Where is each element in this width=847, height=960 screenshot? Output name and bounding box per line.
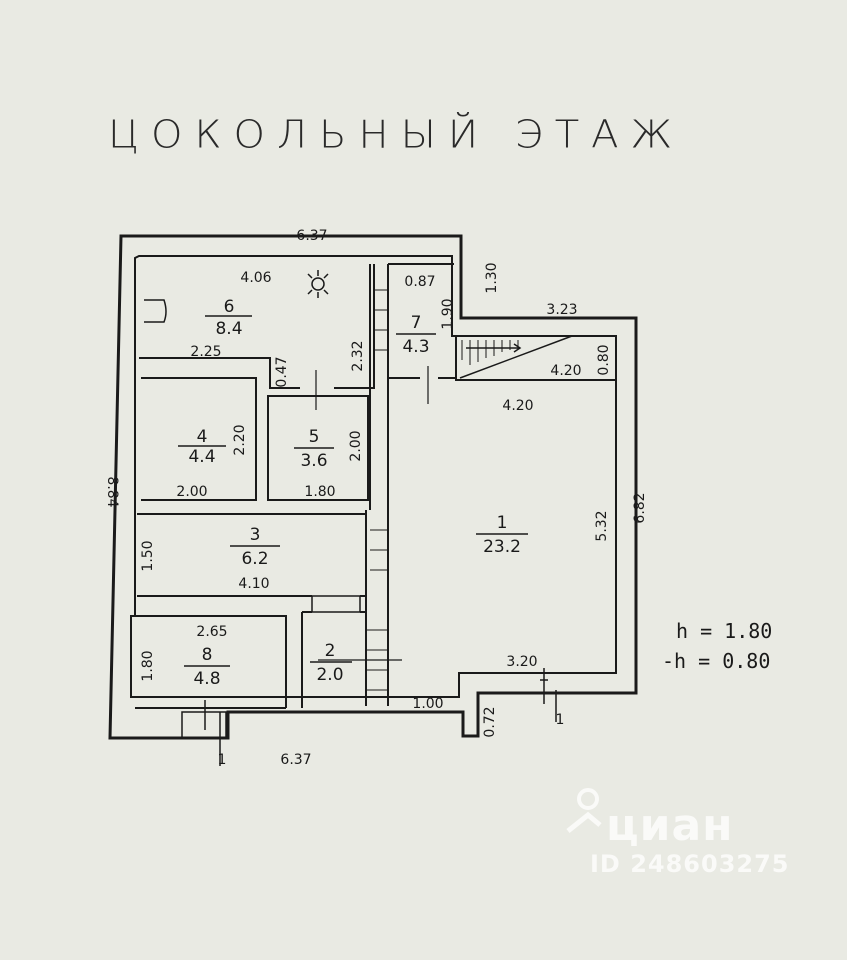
- dim-stair-width: 4.20: [550, 363, 581, 379]
- dim-bottom-notch-height: 0.72: [482, 706, 498, 737]
- room-number: 4: [197, 427, 208, 447]
- dim-room5-height: 2.00: [348, 430, 364, 461]
- door-swings: [315, 366, 429, 661]
- room-area: 8.4: [215, 319, 242, 339]
- room-number: 8: [202, 645, 213, 665]
- section-line-bottom: [204, 700, 221, 766]
- room-area: 2.0: [316, 665, 343, 685]
- dimension-labels: 6.37 6.37 8.84 6.82 4.06 2.25 0.47 2.32 …: [104, 228, 648, 768]
- dim-top-width: 6.37: [296, 228, 327, 244]
- dim-stair-height: 0.80: [596, 344, 612, 375]
- dim-left-height: 8.84: [104, 476, 120, 507]
- room-area: 4.4: [188, 447, 215, 467]
- room-labels: 6 8.4 7 4.3 4 4.4 5 3.6 3 6.2 1 23.2 8 4…: [178, 297, 528, 689]
- room-number: 3: [250, 525, 261, 545]
- dim-room1-bottom-width: 3.20: [506, 654, 537, 670]
- stair-treads: [461, 340, 519, 365]
- cian-logo-icon: [566, 788, 602, 833]
- wall-room6-right: [334, 264, 375, 389]
- outer-walls: [108, 234, 638, 740]
- room-number: 1: [497, 513, 508, 533]
- room-area: 4.8: [193, 669, 220, 689]
- dim-room8-width: 2.65: [196, 624, 227, 640]
- wall-room8: [135, 615, 287, 709]
- dim-room8-height: 1.80: [140, 650, 156, 681]
- dim-room1-height: 5.32: [594, 510, 610, 541]
- watermark-id: ID 248603275: [590, 850, 790, 878]
- dim-bottom-width: 6.37: [280, 752, 311, 768]
- interior-walls: [135, 263, 616, 766]
- outer-wall-line: [108, 234, 638, 740]
- dim-room4-width: 2.00: [176, 484, 207, 500]
- ceiling-height-label: h = 1.80: [676, 619, 773, 643]
- dim-room6-bottom: 2.25: [190, 344, 221, 360]
- wall-room3: [137, 513, 367, 597]
- dim-notch-height: 1.30: [484, 262, 500, 293]
- room-number: 7: [411, 313, 422, 333]
- room-number: 6: [224, 297, 235, 317]
- dim-right-height: 6.82: [632, 492, 648, 523]
- room-area: 4.3: [402, 337, 429, 357]
- dim-room1-width: 4.20: [502, 398, 533, 414]
- dim-room6-door: 0.47: [274, 356, 290, 387]
- section-marker: 1: [556, 712, 565, 728]
- door-room8: [181, 711, 227, 739]
- sink-fixture: [144, 299, 167, 323]
- dim-room6-width: 4.06: [240, 270, 271, 286]
- door-room3: [311, 595, 361, 613]
- watermark-brand: циан: [606, 800, 734, 851]
- wall-stairs: [455, 336, 616, 381]
- wall-room5: [267, 395, 369, 501]
- section-line-right: [540, 668, 557, 722]
- room-area: 3.6: [300, 451, 327, 471]
- wall-ticks: [366, 289, 388, 691]
- wall-room4: [141, 377, 257, 501]
- ceiling-light-icon: [307, 270, 329, 298]
- dim-room3-width: 4.10: [238, 576, 269, 592]
- section-marker: 1: [218, 752, 227, 768]
- room-number: 2: [325, 641, 336, 661]
- dim-room3-height: 1.50: [140, 540, 156, 571]
- wall-room2: [301, 611, 366, 708]
- floor-depth-label: -h = 0.80: [662, 649, 771, 673]
- room-number: 5: [309, 427, 320, 447]
- inner-wall-line: [130, 255, 617, 698]
- dim-room7-height: 1.90: [440, 298, 456, 329]
- dim-room4-height: 2.20: [232, 424, 248, 455]
- dim-notch-width: 3.23: [546, 302, 577, 318]
- dim-room7-width: 0.87: [404, 274, 435, 290]
- dim-room6-height: 2.32: [350, 340, 366, 371]
- room-area: 6.2: [241, 549, 268, 569]
- stair-diagonal: [459, 335, 573, 379]
- dim-bottom-notch-width: 1.00: [412, 696, 443, 712]
- plan-title: ЦОКОЛЬНЫЙ ЭТАЖ: [108, 113, 685, 157]
- stair-arrow: [466, 343, 522, 353]
- dim-room5-width: 1.80: [304, 484, 335, 500]
- room-area: 23.2: [483, 537, 521, 557]
- wall-room6: [139, 357, 300, 389]
